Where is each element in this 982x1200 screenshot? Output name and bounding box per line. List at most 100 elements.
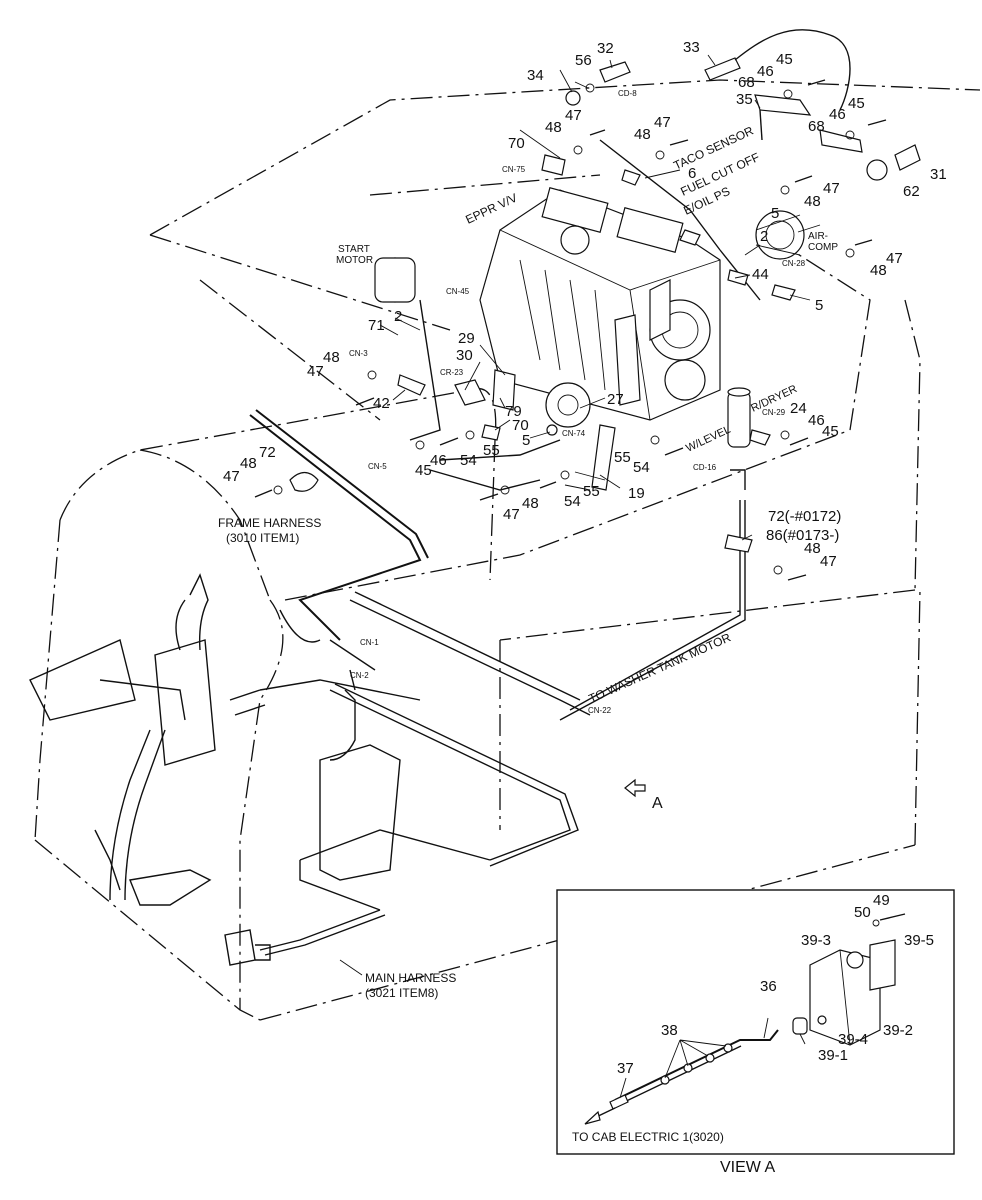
part-79: 79: [505, 403, 522, 420]
part-32: 32: [597, 40, 614, 57]
part-47: 47: [654, 114, 671, 131]
label-main-harness: MAIN HARNESS: [365, 971, 456, 985]
part-68: 68: [738, 74, 755, 91]
part-2: 2: [760, 228, 768, 245]
part-35: 35: [736, 91, 753, 108]
label-frame-harness: FRAME HARNESS: [218, 516, 321, 530]
label-eppr-vv: EPPR V/V: [463, 191, 519, 227]
part-48: 48: [323, 349, 340, 366]
label-start-motor-2: MOTOR: [336, 255, 373, 266]
part-6: 6: [688, 165, 696, 182]
part-5: 5: [771, 205, 779, 222]
part-54: 54: [460, 452, 477, 469]
part-71: 71: [368, 317, 385, 334]
air-compressor: [755, 210, 805, 260]
part-48: 48: [240, 455, 257, 472]
connector-cn1: CN-1: [360, 638, 379, 647]
part-62: 62: [903, 183, 920, 200]
part-70: 70: [508, 135, 525, 152]
part-34: 34: [527, 67, 544, 84]
part-37: 37: [617, 1060, 634, 1077]
part-38: 38: [661, 1022, 678, 1039]
part-68: 68: [808, 118, 825, 135]
view-marker-a: A: [652, 795, 663, 812]
connector-cn74: CN-74: [562, 429, 586, 438]
part-86-range: 86(#0173-): [766, 527, 839, 544]
part-48: 48: [804, 540, 821, 557]
bolts: [254, 79, 887, 581]
part-31: 31: [930, 166, 947, 183]
connector-cd16: CD-16: [693, 463, 717, 472]
connector-cn3: CN-3: [349, 349, 368, 358]
start-motor: [374, 257, 416, 303]
part-39-5: 39-5: [904, 932, 934, 949]
part-48: 48: [634, 126, 651, 143]
part-47: 47: [565, 107, 582, 124]
part-55: 55: [483, 442, 500, 459]
part-45: 45: [848, 95, 865, 112]
part-39-3: 39-3: [801, 932, 831, 949]
part-49: 49: [873, 892, 890, 909]
part-56: 56: [575, 52, 592, 69]
part-24: 24: [790, 400, 807, 417]
receiver-dryer: [727, 387, 751, 448]
part-47: 47: [820, 553, 837, 570]
connector-cn75: CN-75: [502, 165, 526, 174]
label-air-comp-2: COMP: [808, 242, 838, 253]
part-48: 48: [545, 119, 562, 136]
part-number-labels: 32 56 34 33 45 68 46 35 45 46 68 31 62 4…: [223, 39, 947, 570]
view-arrow-icon: [624, 778, 646, 798]
label-to-cab-electric: TO CAB ELECTRIC 1(3020): [572, 1130, 724, 1144]
part-48: 48: [522, 495, 539, 512]
connector-tags: CD-8 CN-75 CN-45 CN-3 CR-23 CN-28 CN-74 …: [349, 89, 806, 715]
part-44: 44: [752, 266, 769, 283]
connector-cn22: CN-22: [588, 706, 612, 715]
part-19: 19: [628, 485, 645, 502]
part-54: 54: [633, 459, 650, 476]
part-39-2: 39-2: [883, 1022, 913, 1039]
part-47: 47: [823, 180, 840, 197]
part-39-1: 39-1: [818, 1047, 848, 1064]
part-45: 45: [776, 51, 793, 68]
operator-controls: [29, 573, 401, 966]
part-5: 5: [522, 432, 530, 449]
part-27: 27: [607, 391, 624, 408]
connector-cn28: CN-28: [782, 259, 806, 268]
label-main-harness-ref: (3021 ITEM8): [365, 986, 438, 1000]
part-29: 29: [458, 330, 475, 347]
frame-outline: [34, 79, 981, 1021]
label-washer-tank-motor: TO WASHER TANK MOTOR: [587, 630, 734, 706]
part-46: 46: [829, 106, 846, 123]
part-45: 45: [415, 462, 432, 479]
connector-cn45: CN-45: [446, 287, 470, 296]
part-45: 45: [822, 423, 839, 440]
label-wlevel: W/LEVEL: [684, 424, 732, 455]
part-39-4: 39-4: [838, 1031, 868, 1048]
part-46: 46: [808, 412, 825, 429]
connector-cr23: CR-23: [440, 368, 464, 377]
label-air-comp-1: AIR-: [808, 231, 828, 242]
view-a-inset: 49 50 39-3 39-5 36 38 39-4 39-2 39-1 37 …: [556, 889, 955, 1155]
alternator: [545, 382, 591, 428]
part-48: 48: [804, 193, 821, 210]
part-47: 47: [503, 506, 520, 523]
part-72: 72: [259, 444, 276, 461]
label-view-a: VIEW A: [720, 1159, 775, 1176]
connector-cd8: CD-8: [618, 89, 637, 98]
part-30: 30: [456, 347, 473, 364]
part-46: 46: [757, 63, 774, 80]
label-start-motor-1: START: [338, 244, 370, 255]
part-33: 33: [683, 39, 700, 56]
connector-cn2: CN-2: [350, 671, 369, 680]
part-46: 46: [430, 452, 447, 469]
part-5: 5: [815, 297, 823, 314]
part-48: 48: [870, 262, 887, 279]
part-54: 54: [564, 493, 581, 510]
part-70: 70: [512, 417, 529, 434]
part-47: 47: [886, 250, 903, 267]
part-55: 55: [583, 483, 600, 500]
sensors-top: [565, 29, 921, 181]
part-47: 47: [307, 363, 324, 380]
part-36: 36: [760, 978, 777, 995]
